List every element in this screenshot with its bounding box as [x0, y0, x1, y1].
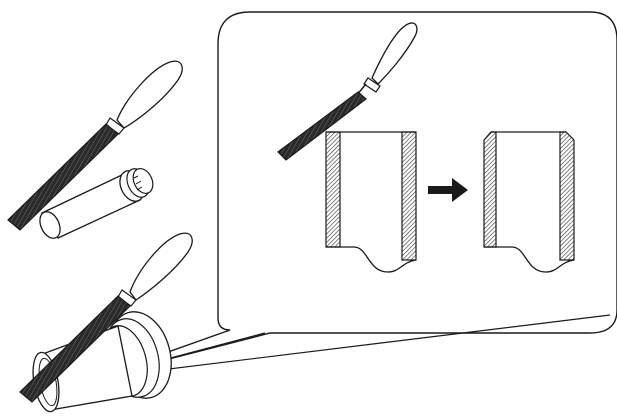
- pipe-icon: [39, 168, 154, 239]
- file-icon: [19, 232, 193, 403]
- pipe-section-before: [325, 131, 417, 273]
- file-icon: [7, 60, 183, 231]
- detail-callout: [94, 11, 617, 379]
- file-icon: [277, 22, 418, 161]
- pipe-section-after: [483, 131, 575, 273]
- arrow-right-icon: [428, 178, 468, 202]
- pipe-icon: [32, 311, 172, 413]
